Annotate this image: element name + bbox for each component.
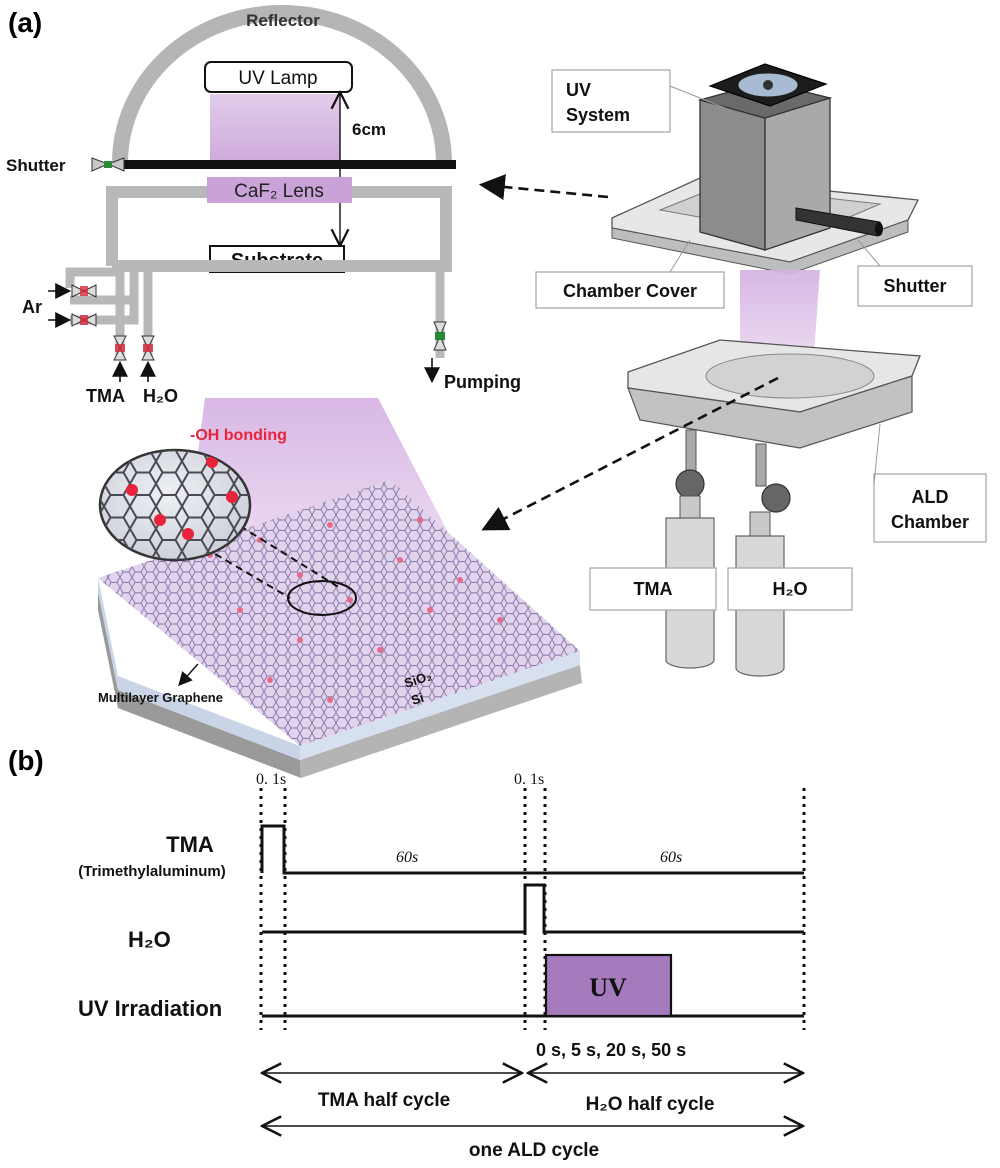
ar-label: Ar	[22, 297, 42, 317]
apparatus: UV System Chamber Cover Shutter ALD Cham…	[478, 63, 987, 677]
uv-lamp-label: UV Lamp	[238, 68, 317, 89]
distance-label: 6cm	[352, 120, 386, 139]
highlight-ellipse	[287, 580, 357, 616]
sio2-layer	[98, 578, 300, 760]
oh-bonding-label: -OH bonding	[190, 427, 287, 444]
si-layer-right	[300, 665, 582, 778]
uv-system-label-2: System	[566, 105, 630, 125]
timing-diagram: 0. 1s 0. 1s 60s 60s TMA (Trimethylalumin…	[78, 771, 806, 1161]
graphene-pointer	[178, 663, 199, 687]
dashed-arrow-to-sample	[481, 376, 779, 531]
sio2-layer-right	[300, 651, 580, 760]
one-cycle-label: one ALD cycle	[469, 1140, 599, 1161]
reflector-arch	[112, 5, 452, 164]
ald-chamber-label-1: ALD	[912, 487, 949, 507]
ald-chamber-leader	[873, 423, 881, 485]
tma-valve-icon	[113, 335, 127, 361]
ar-valve-1-icon	[71, 284, 97, 298]
h2o-cylinder-neck	[749, 511, 771, 537]
h2o-valve-icon	[141, 335, 155, 361]
h2o-trace	[262, 883, 804, 934]
reflector-label: Reflector	[246, 11, 320, 30]
tma-row-sublabel: (Trimethylaluminum)	[78, 863, 226, 880]
tma-pulse-label: 0. 1s	[256, 771, 286, 788]
ar-valve-2-icon	[71, 313, 97, 327]
tma-valve-knob-icon	[675, 469, 705, 499]
shutter-valve-icon	[91, 157, 125, 172]
uv-row-label: UV Irradiation	[78, 996, 222, 1021]
fan-hub-icon	[763, 80, 773, 90]
tma-row-label: TMA	[166, 832, 214, 857]
uv-system-callout	[551, 69, 671, 133]
zoom-leader-2	[239, 525, 341, 589]
tma-cylinder-label: TMA	[634, 579, 673, 599]
tma-purge-label: 60s	[396, 849, 418, 866]
multilayer-graphene-label: Multilayer Graphene	[98, 690, 223, 705]
dashed-arrow-to-schematic	[478, 174, 609, 200]
chamber-cover-leader	[669, 239, 691, 273]
uv-irradiation-box	[544, 953, 673, 1018]
shutter-label: Shutter	[6, 156, 66, 175]
uv-times-label: 0 s, 5 s, 20 s, 50 s	[536, 1040, 686, 1060]
timing-guides	[259, 788, 806, 1030]
ald-chamber-well	[705, 353, 875, 399]
graphene-sample: -OH bonding Multilayer Graphene SiO₂ Si	[98, 398, 582, 778]
ald-chamber-front	[627, 375, 913, 449]
ald-chamber-callout	[873, 473, 987, 543]
chamber-cover-callout	[535, 271, 725, 309]
h2o-half-cycle-label: H₂O half cycle	[586, 1094, 715, 1115]
h2o-valve-knob-icon	[761, 483, 791, 513]
shutter-leader	[857, 239, 881, 267]
h2o-cylinder-label: H₂O	[773, 579, 808, 599]
caf2-lens	[207, 177, 352, 203]
lens-label: CaF₂ Lens	[234, 181, 324, 202]
shutter-rod-tip	[875, 222, 883, 236]
tma-inlet-label: TMA	[86, 386, 125, 406]
uv-system-box	[699, 99, 766, 251]
shutter-bar	[118, 160, 456, 169]
tma-purge-h2o-label: 60s	[660, 849, 682, 866]
h2o-row-label: H₂O	[128, 927, 171, 952]
pump-valve-icon	[433, 321, 447, 351]
h2o-valve-stem	[755, 443, 767, 487]
tma-cylinder-neck	[679, 495, 701, 519]
panel-b-label: (b)	[8, 745, 44, 776]
shutter-apparatus-label: Shutter	[884, 276, 947, 296]
chamber-cover-label: Chamber Cover	[563, 281, 697, 301]
tma-valve-stem	[685, 429, 697, 473]
si-layer	[98, 592, 301, 778]
uv-system-leader	[669, 85, 731, 111]
tma-half-cycle-label: TMA half cycle	[318, 1090, 450, 1111]
gas-lines	[65, 267, 445, 358]
shutter-valve-core-icon	[104, 161, 112, 168]
zoom-lattice	[100, 450, 250, 560]
si-label: Si	[409, 690, 425, 708]
uv-lamp	[204, 61, 353, 93]
shutter-callout	[857, 265, 973, 307]
tma-cylinder-callout	[589, 567, 717, 611]
zoom-leader-1	[204, 547, 291, 599]
shutter-rod	[795, 207, 881, 237]
h2o-pulse-label: 0. 1s	[514, 771, 544, 788]
uv-system-side	[764, 97, 831, 251]
tma-trace	[260, 824, 804, 875]
uv-glow	[210, 94, 340, 160]
uv-box-label: UV	[589, 973, 627, 1002]
uv-system-label-1: UV	[566, 80, 591, 100]
uv-schematic: Reflector UV Lamp 6cm Shutter CaF₂ Lens …	[6, 5, 521, 406]
ald-chamber-label-2: Chamber	[891, 512, 969, 532]
chamber-cover-edge	[611, 219, 909, 275]
h2o-inlet-label: H₂O	[143, 386, 178, 406]
panel-a-label: (a)	[8, 7, 42, 38]
pumping-label: Pumping	[444, 372, 521, 392]
h2o-cylinder-callout	[727, 567, 853, 611]
